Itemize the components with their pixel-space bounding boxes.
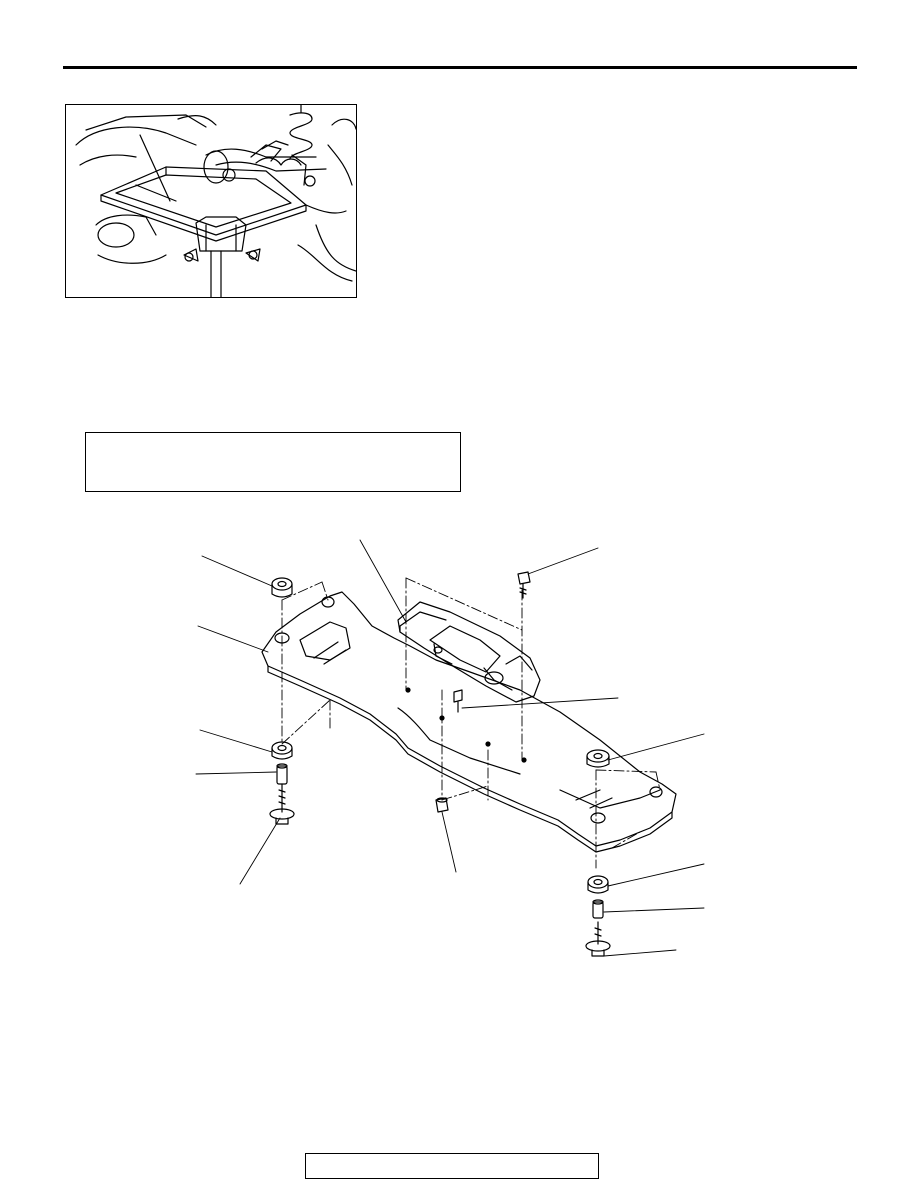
undercarriage-photo (65, 104, 357, 298)
crossmember-exploded-diagram-icon (195, 539, 705, 957)
footer-page-label (306, 1154, 598, 1166)
undercarriage-photo-icon (75, 105, 356, 297)
header-rule (63, 66, 857, 69)
note-box (85, 432, 461, 492)
footer-page-box (305, 1153, 599, 1179)
note-text (86, 433, 460, 445)
crossmember-exploded-diagram (0, 520, 918, 980)
